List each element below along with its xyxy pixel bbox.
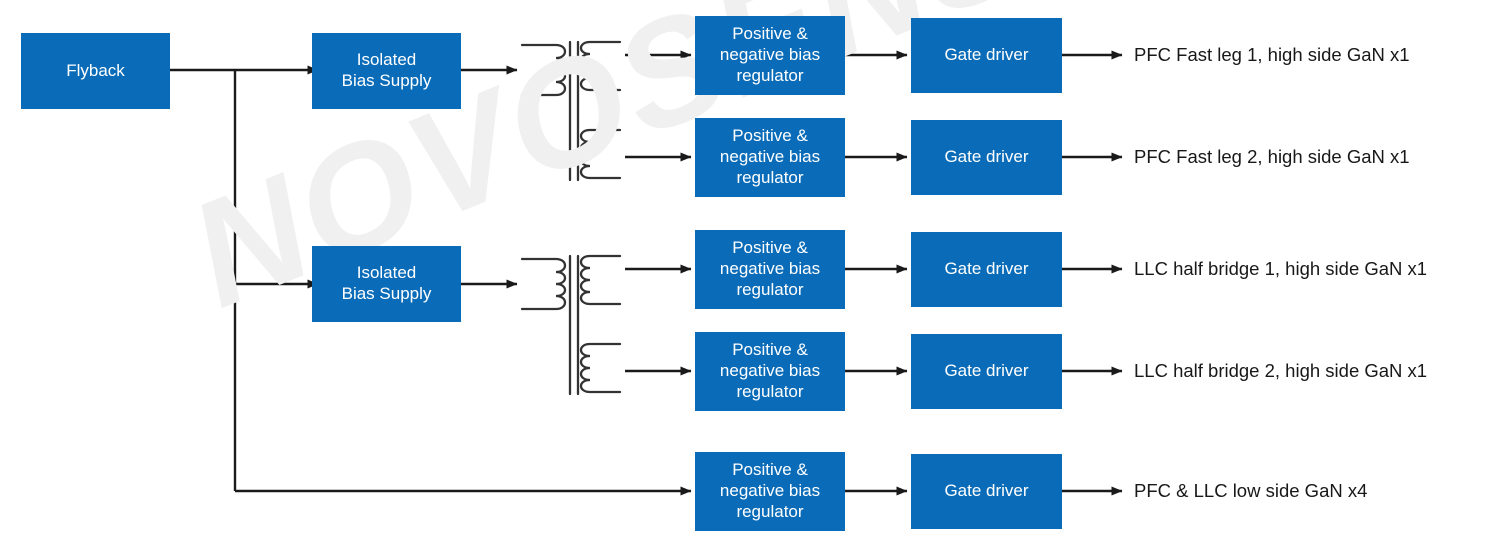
block-bias-regulator-2-label: Positive & negative bias regulator (719, 126, 821, 187)
block-bias-regulator-5[interactable]: Positive & negative bias regulator (695, 452, 845, 531)
block-bias-regulator-3[interactable]: Positive & negative bias regulator (695, 230, 845, 309)
block-isolated-bias-supply-2[interactable]: Isolated Bias Supply (312, 246, 461, 322)
block-isolated-bias-supply-1-label: Isolated Bias Supply (341, 50, 432, 90)
transformer-2-primary (520, 257, 567, 311)
block-gate-driver-4[interactable]: Gate driver (911, 334, 1062, 409)
block-isolated-bias-supply-1[interactable]: Isolated Bias Supply (312, 33, 461, 109)
output-label-2: PFC Fast leg 2, high side GaN x1 (1134, 146, 1410, 167)
block-bias-regulator-4[interactable]: Positive & negative bias regulator (695, 332, 845, 411)
block-gate-driver-3[interactable]: Gate driver (911, 232, 1062, 307)
block-bias-regulator-1-label: Positive & negative bias regulator (719, 24, 821, 85)
transformer-1-primary (520, 43, 567, 97)
block-bias-regulator-5-label: Positive & negative bias regulator (719, 460, 821, 521)
block-gate-driver-5[interactable]: Gate driver (911, 454, 1062, 529)
block-gate-driver-2-label: Gate driver (944, 147, 1029, 167)
transformer-1-secondary-2 (579, 128, 622, 180)
transformer-2-secondary-2 (579, 342, 622, 394)
transformer-1 (520, 40, 622, 182)
output-label-3: LLC half bridge 1, high side GaN x1 (1134, 258, 1428, 279)
block-bias-regulator-3-label: Positive & negative bias regulator (719, 238, 821, 299)
output-label-1: PFC Fast leg 1, high side GaN x1 (1134, 44, 1410, 65)
transformer-1-secondary-1 (579, 40, 622, 92)
block-gate-driver-1-label: Gate driver (944, 45, 1029, 65)
block-gate-driver-1[interactable]: Gate driver (911, 18, 1062, 93)
block-gate-driver-3-label: Gate driver (944, 259, 1029, 279)
block-bias-regulator-4-label: Positive & negative bias regulator (719, 340, 821, 401)
block-bias-regulator-1[interactable]: Positive & negative bias regulator (695, 16, 845, 95)
block-flyback[interactable]: Flyback (21, 33, 170, 109)
block-gate-driver-5-label: Gate driver (944, 481, 1029, 501)
block-gate-driver-2[interactable]: Gate driver (911, 120, 1062, 195)
transformer-2 (520, 254, 622, 396)
block-flyback-label: Flyback (66, 60, 125, 80)
block-gate-driver-4-label: Gate driver (944, 361, 1029, 381)
output-label-4: LLC half bridge 2, high side GaN x1 (1134, 360, 1428, 381)
output-label-5: PFC & LLC low side GaN x4 (1134, 480, 1368, 501)
block-isolated-bias-supply-2-label: Isolated Bias Supply (341, 263, 432, 303)
block-bias-regulator-2[interactable]: Positive & negative bias regulator (695, 118, 845, 197)
transformer-2-secondary-1 (579, 254, 622, 306)
